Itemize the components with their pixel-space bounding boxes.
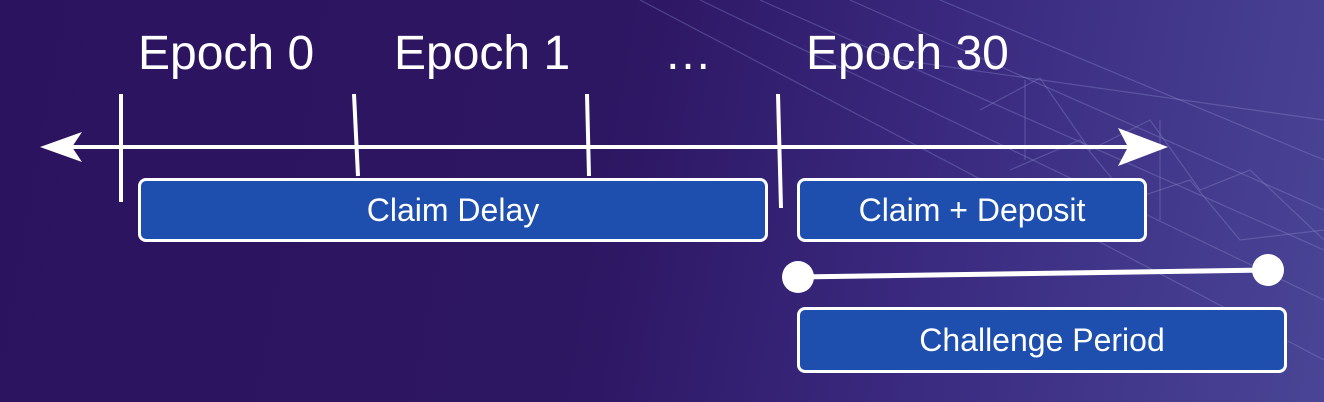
epoch-tick-1	[352, 93, 360, 177]
challenge-start-dot	[782, 261, 814, 293]
claim-deposit-label: Claim + Deposit	[858, 191, 1086, 228]
claim-delay-box: Claim Delay	[138, 178, 768, 242]
epoch-0-label: Epoch 0	[138, 27, 315, 80]
challenge-period-box: Challenge Period	[797, 307, 1287, 373]
epoch-tick-2	[585, 93, 591, 177]
epoch-tick-30	[776, 93, 783, 209]
epoch-ellipsis-label: …	[664, 27, 712, 80]
background-wave-decoration	[639, 0, 1324, 361]
epoch-30-label: Epoch 30	[806, 27, 1009, 80]
claim-deposit-box: Claim + Deposit	[797, 178, 1147, 242]
challenge-end-dot	[1252, 254, 1284, 286]
axis-arrow-right-icon	[1118, 128, 1168, 166]
claim-delay-label: Claim Delay	[366, 191, 540, 228]
challenge-span-line	[797, 267, 1269, 280]
axis-arrow-left-icon	[40, 132, 82, 162]
epoch-1-label: Epoch 1	[394, 27, 571, 80]
challenge-period-label: Challenge Period	[919, 321, 1165, 358]
